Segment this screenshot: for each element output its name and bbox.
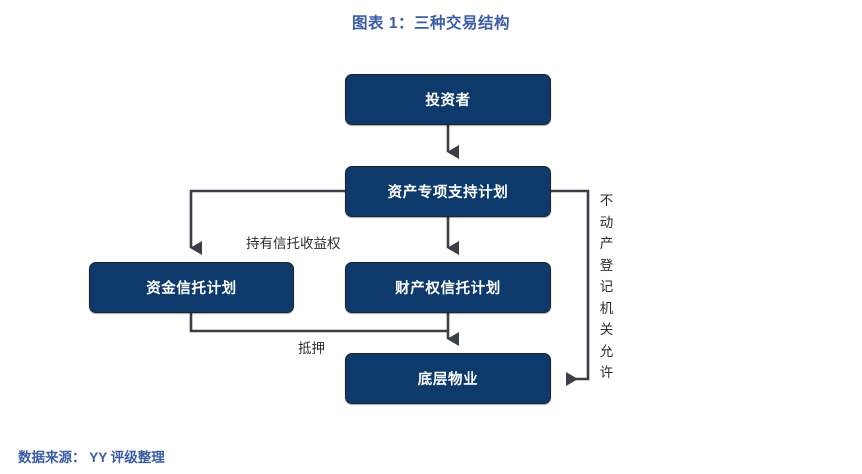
node-fund-trust: 资金信托计划 xyxy=(89,262,294,313)
edge-abs-plan-to-underlying-registry xyxy=(551,189,590,386)
edge-fund-trust-to-underlying xyxy=(189,313,448,333)
edge-label-mortgage: 抵押 xyxy=(298,341,325,356)
node-underlying: 底层物业 xyxy=(345,353,551,404)
node-investor: 投资者 xyxy=(345,74,551,125)
edge-label-registry-permission: 不动产登记机关允许 xyxy=(599,193,614,380)
node-abs-plan: 资产专项支持计划 xyxy=(345,166,551,217)
node-property-trust: 财产权信托计划 xyxy=(345,262,551,313)
page-title: 图表 1：三种交易结构 xyxy=(352,15,510,32)
edge-abs-plan-to-fund-trust xyxy=(189,189,345,255)
edge-label-hold-trust-rights: 持有信托收益权 xyxy=(246,236,341,251)
source-note: 数据来源： YY 评级整理 xyxy=(18,450,165,465)
